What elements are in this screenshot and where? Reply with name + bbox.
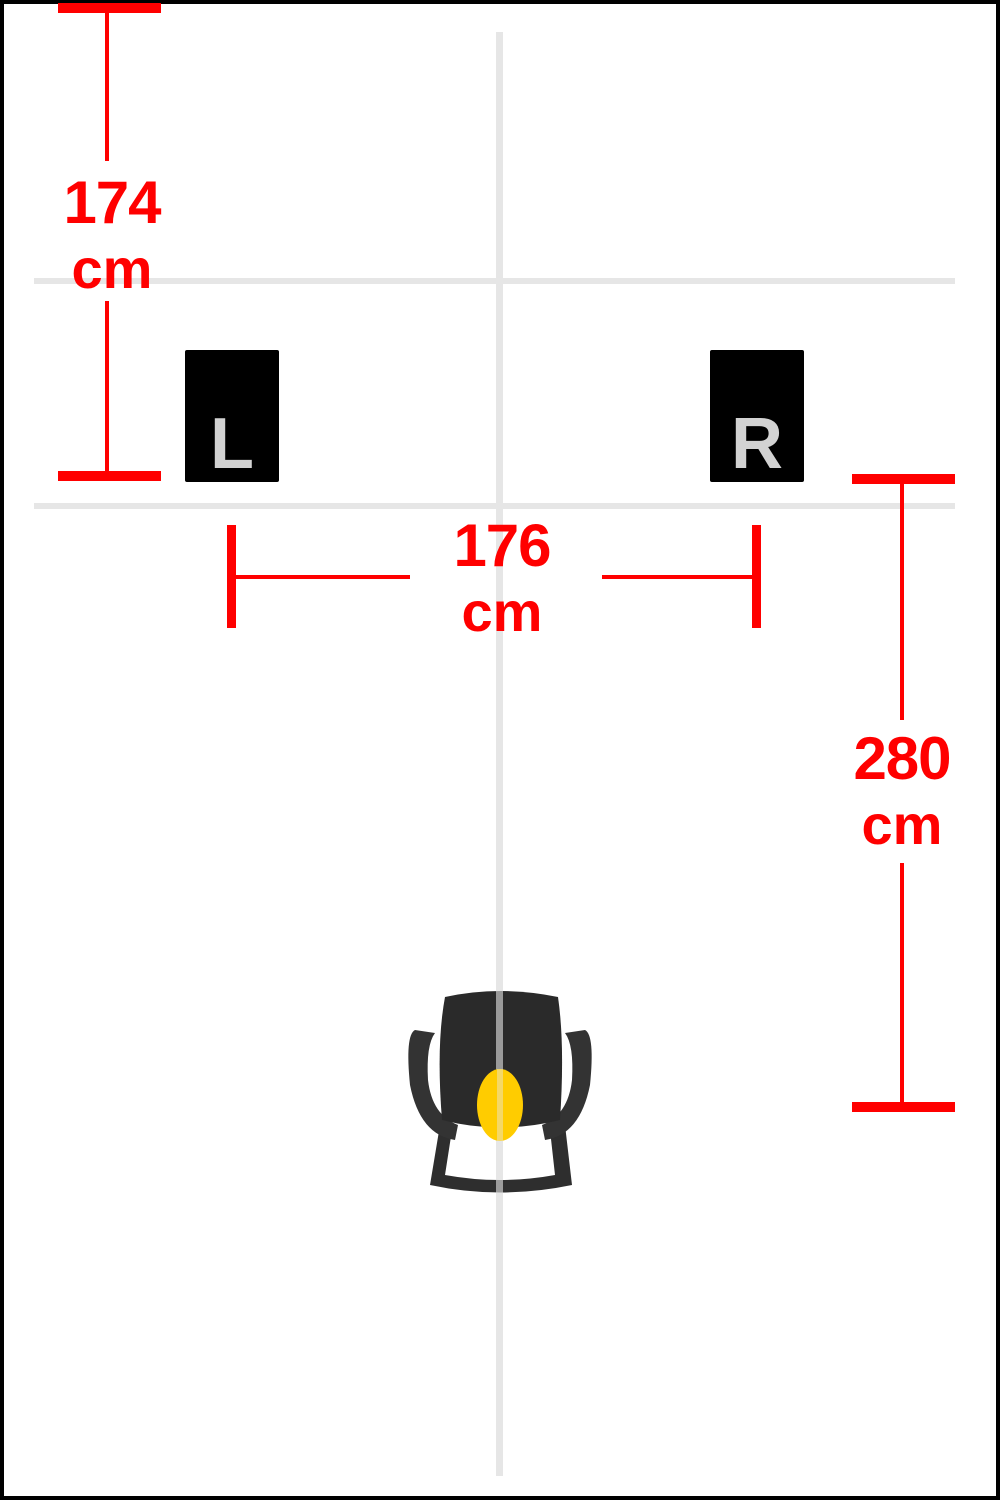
dimension-cap-right [752, 525, 761, 628]
speaker-right-label: R [731, 404, 783, 484]
dimension-cap-bottom [58, 471, 161, 481]
dimension-cap-bottom [852, 1102, 955, 1112]
dimension-value: 174 [63, 169, 161, 236]
wall-guide-line [34, 278, 955, 284]
dimension-label-174: 174 cm [47, 168, 177, 301]
dimension-value: 280 [853, 725, 951, 792]
dimension-unit: cm [861, 793, 943, 856]
dimension-line [900, 863, 904, 1103]
dimension-unit: cm [71, 237, 153, 300]
dimension-line [105, 10, 109, 161]
dimension-value: 176 [453, 512, 551, 579]
dimension-line [900, 484, 904, 720]
speaker-left-label: L [210, 404, 254, 484]
dimension-unit: cm [461, 580, 543, 643]
dimension-line [236, 575, 410, 579]
dimension-cap-top [852, 474, 955, 484]
center-guide-line [496, 32, 503, 1476]
dimension-line [105, 301, 109, 473]
listener-position [477, 1069, 523, 1141]
dimension-label-280: 280 cm [837, 724, 967, 857]
dimension-cap-left [227, 525, 236, 628]
speaker-right: R [710, 350, 804, 482]
chair-icon [408, 985, 592, 1200]
dimension-label-176: 176 cm [437, 511, 567, 644]
dimension-line [602, 575, 752, 579]
speaker-left: L [185, 350, 279, 482]
speaker-front-guide-line [34, 503, 955, 509]
dimension-cap-top [58, 3, 161, 13]
